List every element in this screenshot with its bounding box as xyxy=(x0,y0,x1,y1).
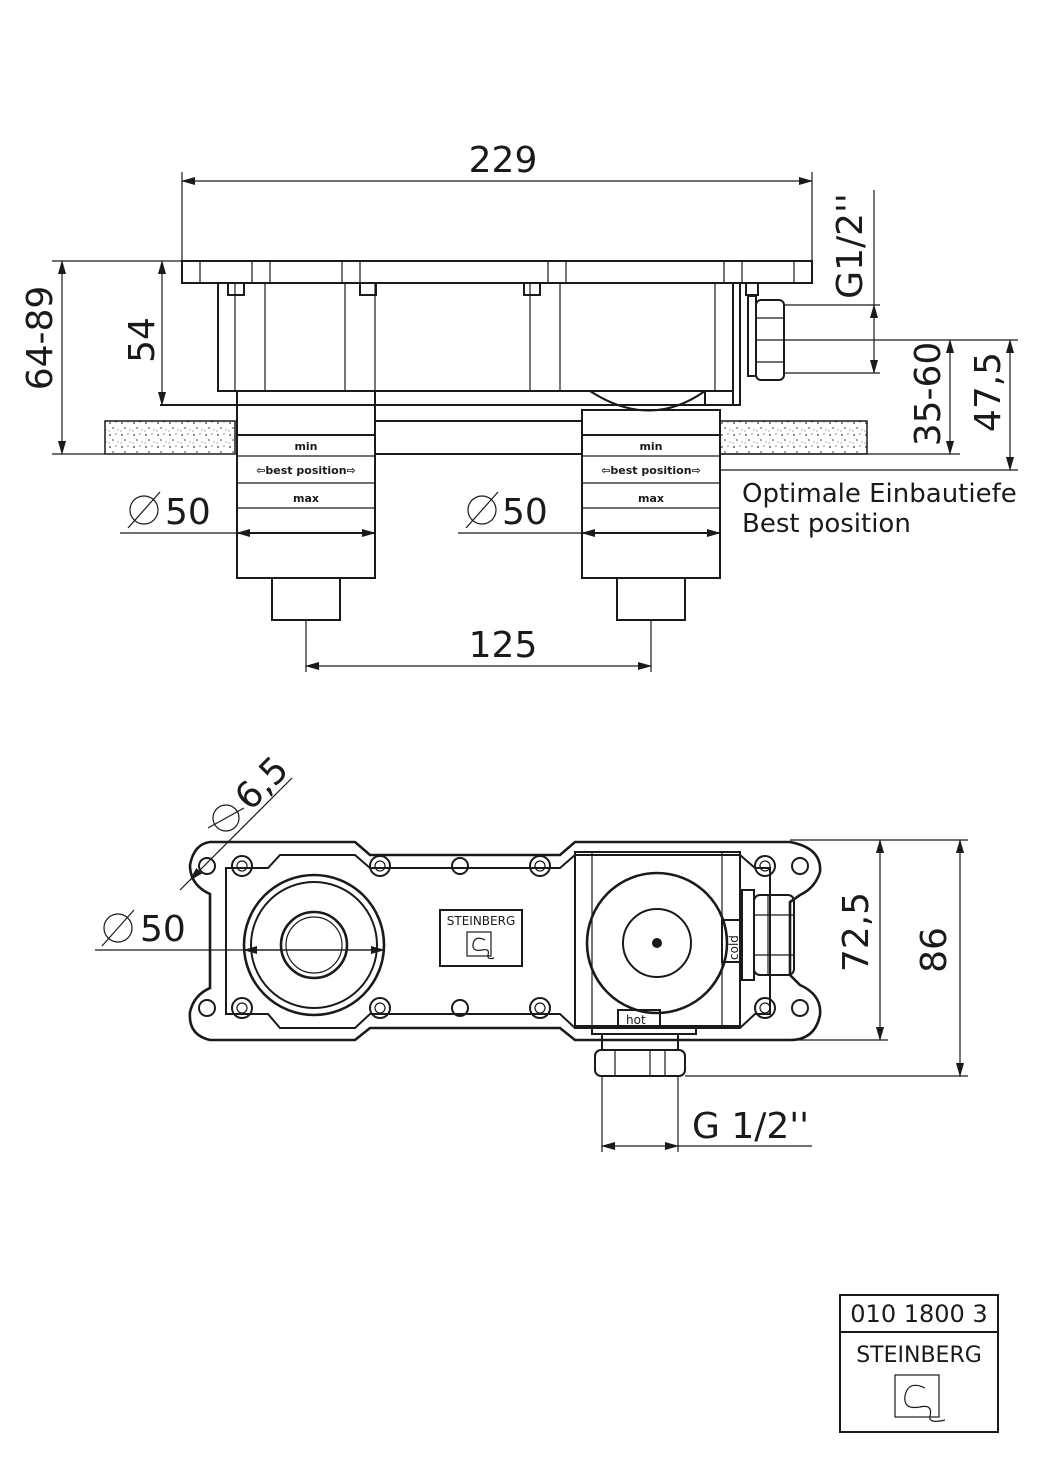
dimension-g12-side: G1/2'' xyxy=(784,190,880,374)
screw-icon xyxy=(231,997,253,1019)
dimension-229: 229 xyxy=(181,140,813,260)
article-number: 010 1800 3 xyxy=(850,1300,987,1328)
sleeve-max-label: max xyxy=(293,492,319,505)
dimension-125: 125 xyxy=(305,620,652,672)
sleeve-min-label: min xyxy=(639,440,662,453)
diameter-symbol-icon xyxy=(207,804,245,832)
brand-plate-text: STEINBERG xyxy=(447,914,516,928)
dim-dia-right: 50 xyxy=(502,492,548,533)
mounting-hole xyxy=(198,999,216,1017)
dim-thread-top: G1/2'' xyxy=(830,193,871,299)
mounting-plate-outline xyxy=(188,840,822,1042)
side-view: 229 xyxy=(20,140,1018,672)
dim-hole: 6,5 xyxy=(227,749,296,818)
wall-section-right xyxy=(719,420,868,455)
sleeve-best-label: ⇦best position⇨ xyxy=(601,464,701,477)
sleeve-right: min ⇦best position⇨ max xyxy=(581,409,721,621)
dimension-72-5: 72,5 xyxy=(790,839,968,1041)
right-opening xyxy=(585,871,729,1015)
screw-icon xyxy=(754,997,776,1019)
title-block: 010 1800 3 STEINBERG xyxy=(839,1294,999,1433)
dimension-47-5: 47,5 xyxy=(720,339,1018,471)
title-block-brand: STEINBERG xyxy=(856,1343,982,1368)
screw-icon xyxy=(369,997,391,1019)
note-german: Optimale Einbautiefe xyxy=(742,479,1017,509)
dim-dia-left: 50 xyxy=(165,492,211,533)
diameter-symbol-icon xyxy=(101,909,135,947)
dim-height-range: 64-89 xyxy=(20,286,61,391)
dim-thread-bottom: G 1/2'' xyxy=(692,1106,809,1147)
screw-icon xyxy=(529,997,551,1019)
brand-plate: STEINBERG xyxy=(439,909,523,967)
dimension-g12-bottom: G 1/2'' xyxy=(601,1076,812,1152)
bolt-head xyxy=(359,282,377,296)
plate-inner-outline xyxy=(225,854,771,1029)
dimension-dia-50-left: 50 xyxy=(120,491,376,537)
bolt-head xyxy=(227,282,245,296)
bottom-connector xyxy=(594,1033,686,1077)
dim-body-height: 54 xyxy=(122,317,163,363)
diameter-symbol-icon xyxy=(465,491,499,529)
steinberg-logo-icon xyxy=(466,931,495,960)
dimension-54: 54 xyxy=(122,260,166,406)
mounting-hole xyxy=(451,999,469,1017)
dim-overall-width: 229 xyxy=(469,140,538,181)
valve-body xyxy=(217,282,734,392)
dimension-64-89: 64-89 xyxy=(20,260,182,455)
mounting-hole xyxy=(198,857,216,875)
side-connector xyxy=(747,295,785,381)
bolt-head xyxy=(523,282,541,296)
screw-icon xyxy=(754,855,776,877)
top-view: STEINBERG cold hot xyxy=(95,749,968,1152)
mounting-hole xyxy=(791,999,809,1017)
dim-dia-top: 50 xyxy=(140,909,186,950)
wall-section-left xyxy=(104,420,236,455)
left-opening xyxy=(242,873,386,1017)
dim-spacing: 125 xyxy=(469,625,538,666)
diameter-symbol-icon xyxy=(127,491,161,529)
sleeve-left: min ⇦best position⇨ max xyxy=(236,390,376,621)
mounting-hole xyxy=(451,857,469,875)
sleeve-best-label: ⇦best position⇨ xyxy=(256,464,356,477)
sleeve-min-label: min xyxy=(294,440,317,453)
dim-depth: 47,5 xyxy=(968,352,1009,432)
dimension-dia-50-right: 50 xyxy=(458,491,721,537)
dim-height-outer: 86 xyxy=(914,927,955,973)
label-hot: hot xyxy=(626,1013,646,1027)
note-english: Best position xyxy=(742,509,911,539)
dimension-dia-50-top: 50 xyxy=(95,909,385,954)
bolt-head xyxy=(745,282,759,296)
dimension-86: 86 xyxy=(685,839,968,1077)
sleeve-max-label: max xyxy=(638,492,664,505)
side-connector-top xyxy=(741,889,795,981)
screw-icon xyxy=(231,855,253,877)
dim-height-inner: 72,5 xyxy=(836,892,877,972)
mounting-plate xyxy=(181,260,813,284)
steinberg-logo-icon xyxy=(894,1374,946,1422)
screw-icon xyxy=(369,855,391,877)
label-cold: cold xyxy=(727,935,741,960)
mounting-hole xyxy=(791,857,809,875)
dim-depth-range: 35-60 xyxy=(908,342,949,447)
screw-icon xyxy=(529,855,551,877)
dimension-35-60: 35-60 xyxy=(720,339,1018,455)
